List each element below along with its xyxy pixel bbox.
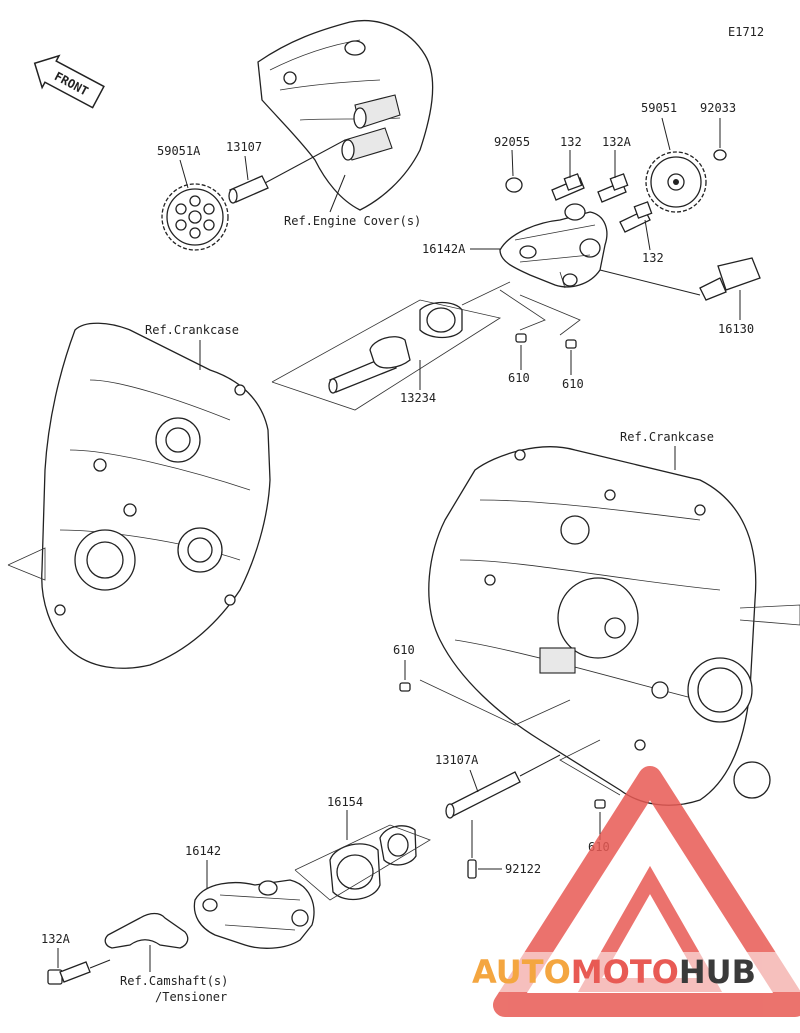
dowel-610-b: [565, 339, 577, 349]
label-610-c: 610: [393, 643, 415, 657]
watermark-auto: AUTO: [472, 953, 571, 991]
ref-crankcase-right: Ref.Crankcase: [620, 430, 714, 444]
washer-92055: [505, 177, 523, 193]
watermark-text: AUTOMOTOHUB: [472, 953, 756, 991]
label-610-b: 610: [562, 377, 584, 391]
bolt-132-top: [551, 173, 585, 201]
front-arrow-icon: FRONT: [33, 54, 105, 109]
camshaft-tensioner-bracket: [104, 912, 189, 949]
label-16142: 16142: [185, 844, 221, 858]
bolt-132A-bottom: [47, 961, 91, 985]
label-59051: 59051: [641, 101, 677, 115]
label-16154: 16154: [327, 795, 363, 809]
ref-engine-cover: Ref.Engine Cover(s): [284, 214, 421, 228]
rotor-16154: [329, 825, 417, 901]
label-92122: 92122: [505, 862, 541, 876]
ref-crankcase-left: Ref.Crankcase: [145, 323, 239, 337]
label-132A-bottom: 132A: [41, 932, 71, 946]
watermark-triangle-icon: [493, 766, 800, 1017]
pin-92122: [467, 859, 477, 879]
label-13234: 13234: [400, 391, 436, 405]
diagram-code: E1712: [728, 25, 764, 39]
shaft-13107A: [445, 771, 521, 819]
ref-camshaft-line1: Ref.Camshaft(s): [120, 974, 228, 988]
clip-92033: [713, 149, 727, 161]
watermark-moto: MOTO: [571, 953, 679, 991]
label-132A-top: 132A: [602, 135, 632, 149]
label-59051A: 59051A: [157, 144, 201, 158]
oil-pump-body-16142: [193, 879, 315, 949]
oil-pump-body-16142A: [499, 203, 608, 289]
gear-59051A: [161, 183, 229, 251]
label-132-right: 132: [642, 251, 664, 265]
label-16130: 16130: [718, 322, 754, 336]
dowel-610-a: [515, 333, 527, 343]
dowel-610-d: [594, 799, 606, 809]
label-610-a: 610: [508, 371, 530, 385]
label-13107: 13107: [226, 140, 262, 154]
label-132-top: 132: [560, 135, 582, 149]
shaft-13234: [328, 301, 463, 394]
fitting-16130: [699, 257, 761, 301]
label-92033: 92033: [700, 101, 736, 115]
right-crankcase-drawing: [428, 446, 771, 806]
watermark-hub: HUB: [679, 953, 756, 991]
dowel-610-c: [399, 682, 411, 692]
label-92055: 92055: [494, 135, 530, 149]
ref-camshaft-line2: /Tensioner: [155, 990, 227, 1004]
bolt-132-right: [619, 201, 653, 233]
label-16142A: 16142A: [422, 242, 466, 256]
gear-59051: [645, 151, 707, 213]
engine-cover-drawing: [257, 20, 434, 211]
pin-13107: [228, 175, 269, 204]
left-crankcase-drawing: [41, 322, 271, 669]
bolt-132A-top: [597, 173, 629, 203]
label-13107A: 13107A: [435, 753, 479, 767]
